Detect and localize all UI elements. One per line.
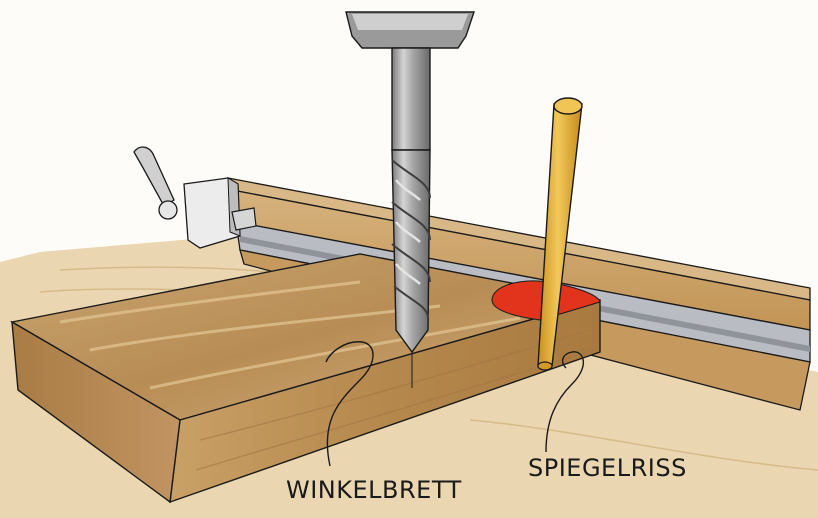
drill-flutes: [391, 149, 431, 354]
drill-spiral-light: [395, 179, 421, 285]
dowel-bottom: [537, 361, 553, 371]
clamp-knob: [158, 200, 178, 220]
label-spiegelriss: SPIEGELRISS: [528, 454, 687, 482]
dowel-top: [553, 97, 583, 115]
drill-spiral: [391, 159, 431, 319]
drill-chuck-highlight: [352, 14, 468, 30]
leader-line-winkelbrett: [325, 341, 374, 467]
leader-line-spiegelriss: [545, 351, 584, 453]
board-top-grain: [59, 280, 521, 390]
board-side: [11, 320, 181, 504]
drill-shank: [391, 47, 431, 151]
label-winkelbrett: WINKELBRETT: [286, 476, 462, 504]
clamp-pad: [231, 207, 257, 231]
clamp-lever: [133, 146, 175, 207]
